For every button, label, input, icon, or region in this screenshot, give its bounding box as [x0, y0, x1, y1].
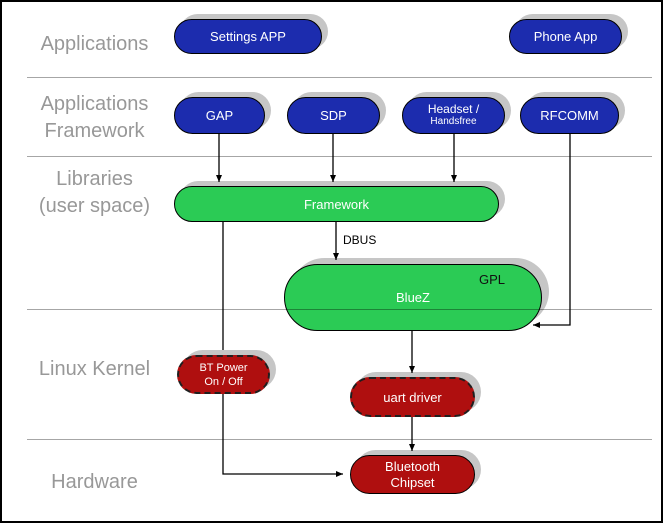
node-uart-driver: uart driver — [350, 377, 475, 417]
layer-label-appfw-line1: Applications — [40, 93, 149, 115]
layer-label-applications-framework: Applications Framework — [12, 91, 177, 145]
divider-applications — [27, 77, 652, 78]
layer-label-linux-kernel-text: Linux Kernel — [38, 358, 151, 380]
node-gap-label: GAP — [205, 108, 234, 123]
node-sdp: SDP — [287, 97, 380, 134]
layer-label-applications-text: Applications — [40, 33, 149, 55]
divider-app-framework — [27, 156, 652, 157]
node-framework-label: Framework — [303, 196, 369, 212]
node-bt-power-label-line1: BT Power — [199, 361, 248, 374]
node-gap: GAP — [174, 97, 265, 134]
node-bt-chipset-label-line1: Bluetooth — [385, 458, 440, 474]
node-sdp-label: SDP — [320, 108, 347, 123]
layer-label-libraries: Libraries (user space) — [12, 166, 177, 220]
layer-label-hardware-text: Hardware — [51, 471, 138, 493]
node-uart-driver-label: uart driver — [383, 389, 442, 405]
gpl-badge: GPL — [478, 272, 505, 287]
dbus-edge-label: DBUS — [343, 233, 376, 247]
layer-label-libraries-line2: (user space) — [38, 195, 151, 217]
divider-linux-kernel — [27, 439, 652, 440]
dbus-edge-label-text: DBUS — [343, 233, 377, 247]
node-bluetooth-chipset: Bluetooth Chipset — [350, 455, 475, 494]
node-bluez: BlueZ GPL — [284, 264, 542, 331]
node-settings-app-label: Settings APP — [210, 29, 286, 44]
layer-label-hardware: Hardware — [12, 469, 177, 496]
node-rfcomm: RFCOMM — [520, 97, 619, 134]
node-framework: Framework — [174, 186, 499, 222]
node-bt-power-label-line2: On / Off — [204, 375, 243, 388]
layer-label-libraries-line1: Libraries — [56, 168, 133, 190]
layer-label-linux-kernel: Linux Kernel — [12, 356, 177, 383]
node-bluez-label: BlueZ — [396, 290, 430, 305]
divider-libraries — [27, 309, 652, 310]
node-phone-app-label: Phone App — [533, 29, 598, 44]
edge-framework-btpower-chipset — [222, 222, 343, 477]
node-bt-power: BT Power On / Off — [177, 355, 270, 394]
node-headset-label-line1: Headset / — [427, 102, 480, 116]
node-phone-app: Phone App — [509, 19, 622, 54]
layer-label-applications: Applications — [12, 31, 177, 58]
node-bt-chipset-label-line2: Chipset — [390, 474, 435, 490]
node-headset-label-line2: Handsfree — [430, 116, 477, 127]
layer-label-appfw-line2: Framework — [44, 120, 145, 142]
node-rfcomm-label: RFCOMM — [540, 108, 599, 123]
node-settings-app: Settings APP — [174, 19, 322, 54]
node-headset-handsfree: Headset / Handsfree — [402, 97, 505, 134]
